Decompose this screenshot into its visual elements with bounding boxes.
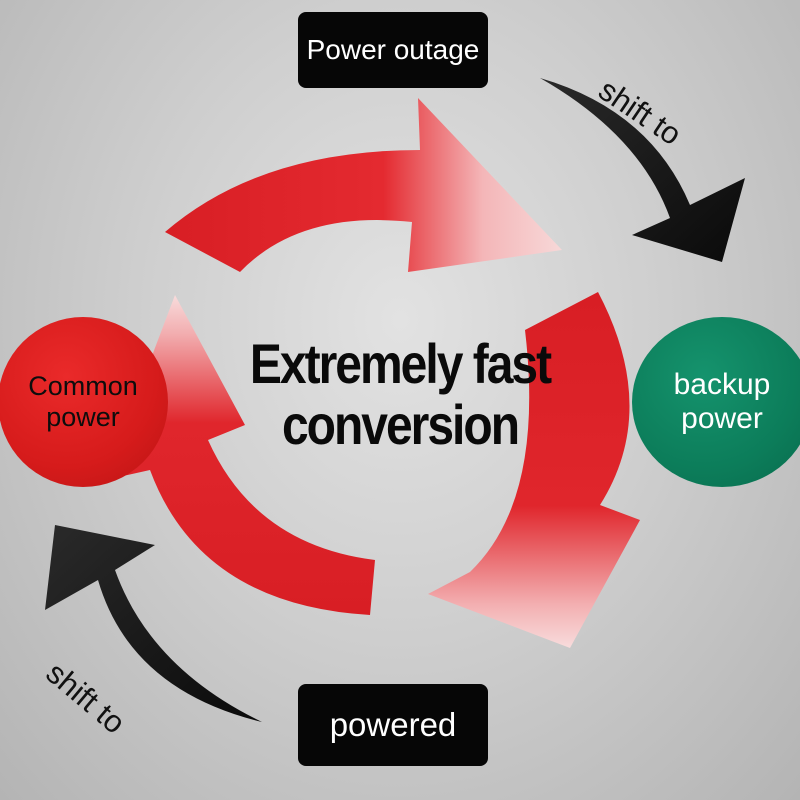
center-title-line1: Extremely fast [249, 334, 552, 396]
cycle-arrow-top [165, 98, 562, 272]
power-outage-label: Power outage [306, 34, 480, 65]
cycle-arrow-right [428, 292, 640, 648]
cycle-arrow-left [105, 295, 375, 615]
power-outage-box: Power outage [298, 12, 488, 88]
shift-arrow-top-right [540, 78, 745, 262]
backup-power-label-line2: power [681, 402, 763, 435]
common-power-label-line2: power [46, 402, 120, 432]
backup-power-label-line1: backup [673, 367, 771, 401]
powered-box: powered [298, 684, 488, 766]
common-power-circle: Common power [0, 317, 168, 487]
powered-label: powered [329, 706, 457, 743]
center-title: Extremely fast conversion [200, 334, 600, 457]
backup-power-circle: backup power [632, 317, 800, 487]
center-title-line2: conversion [281, 395, 520, 457]
common-power-label-line1: Common [28, 370, 138, 401]
shift-arrow-bottom-left [45, 525, 262, 722]
